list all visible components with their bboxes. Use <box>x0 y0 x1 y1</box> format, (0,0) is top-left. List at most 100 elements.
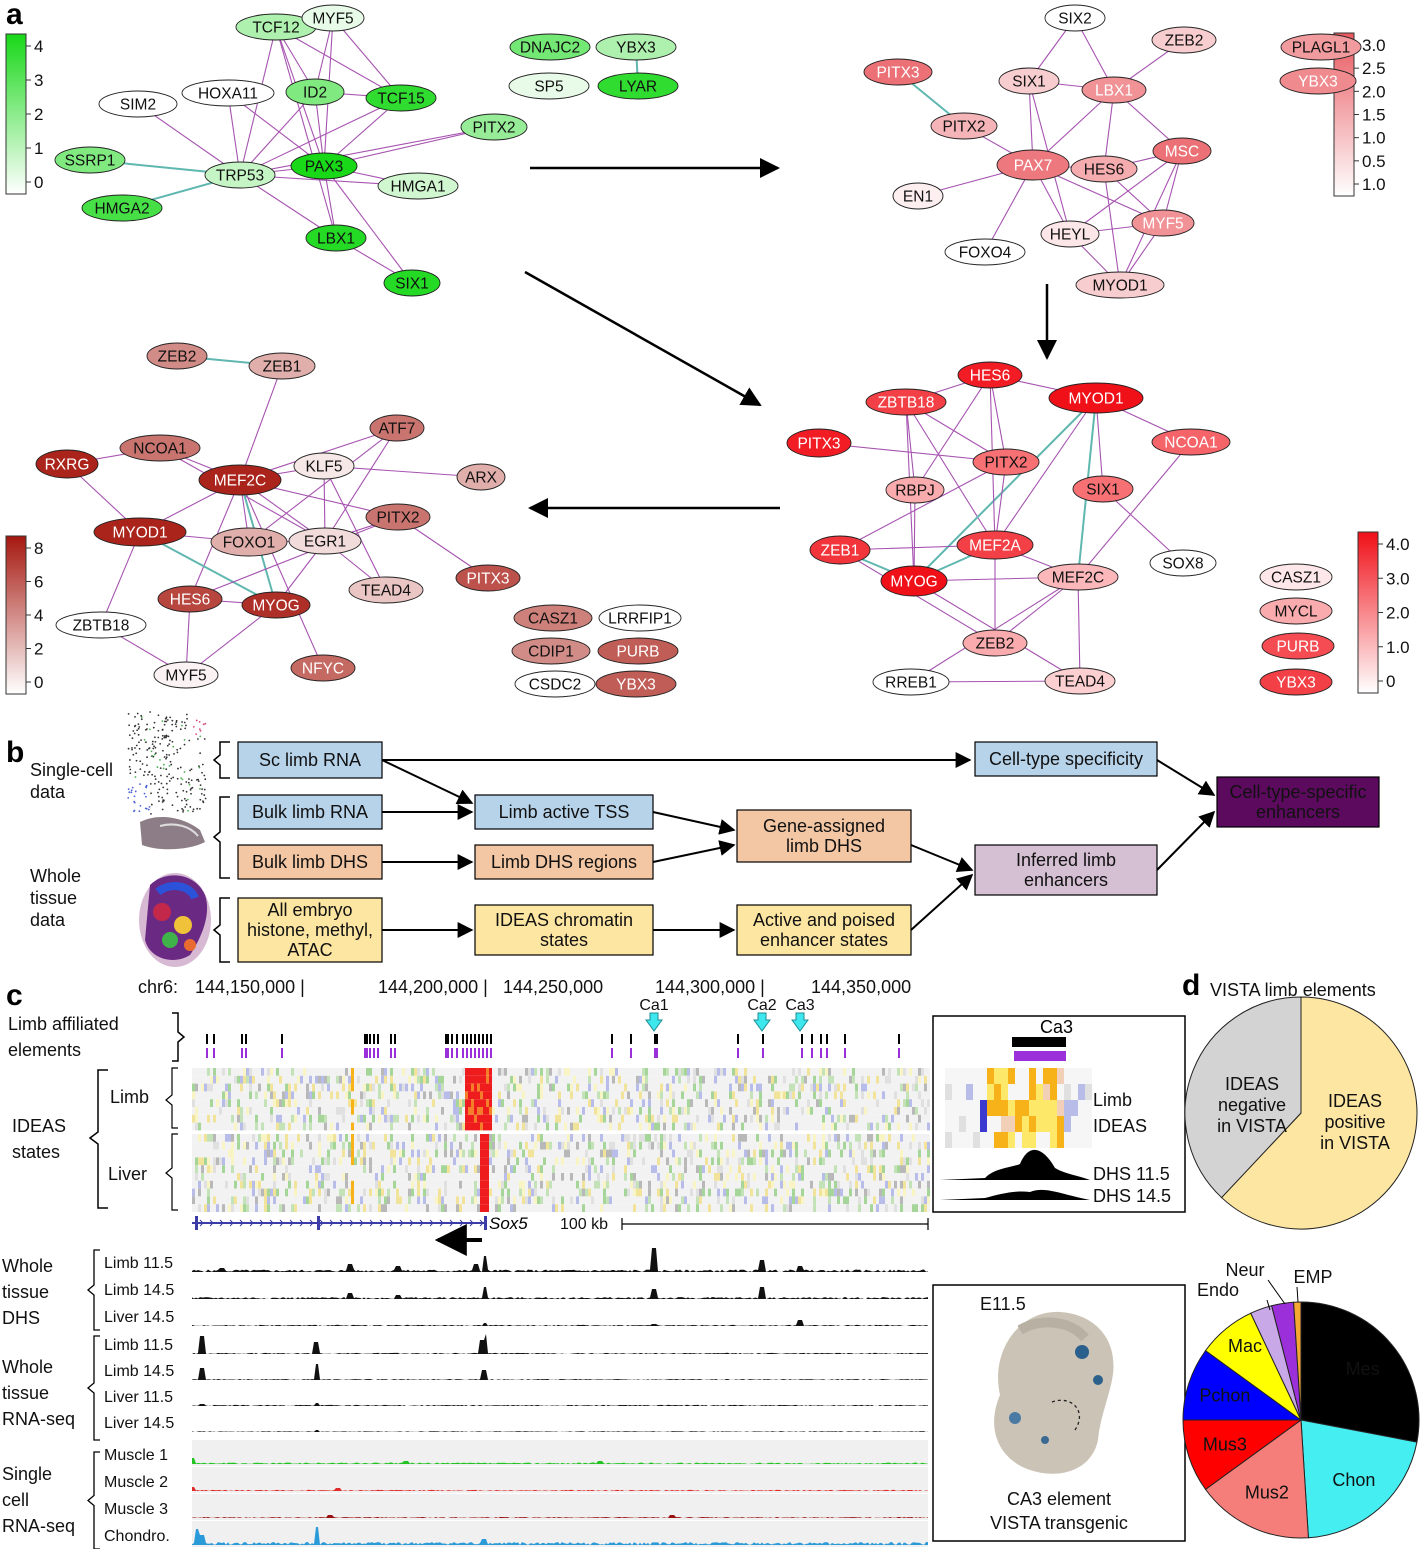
pie-title: VISTA limb elements <box>1210 980 1376 1000</box>
network-node[interactable]: MYOD1 <box>1075 271 1165 299</box>
network-node[interactable]: ZEB1 <box>809 535 871 565</box>
pie-slice-label: Mus3 <box>1203 1435 1247 1455</box>
network-node[interactable]: HEYL <box>1040 220 1100 248</box>
network-node[interactable]: YBX3 <box>595 670 677 698</box>
network-node[interactable]: FOXO1 <box>210 527 288 557</box>
network-node[interactable]: ZBTB18 <box>865 388 947 416</box>
network-node[interactable]: YBX3 <box>1279 67 1357 95</box>
network-node[interactable]: ZEB2 <box>1151 26 1217 54</box>
network-node[interactable]: SIX2 <box>1044 4 1106 32</box>
network-node[interactable]: LRRFIP1 <box>598 604 682 632</box>
network-node[interactable]: LBX1 <box>305 224 367 252</box>
network-node[interactable]: LBX1 <box>1081 76 1147 104</box>
node-label: NCOA1 <box>133 441 186 458</box>
network-node[interactable]: CDIP1 <box>511 637 591 665</box>
node-label: CSDC2 <box>529 677 582 694</box>
network-node[interactable]: MEF2A <box>956 530 1034 560</box>
network-node[interactable]: SSRP1 <box>54 146 126 174</box>
network-node[interactable]: NFYC <box>290 654 356 682</box>
network-node[interactable]: PITX2 <box>972 448 1040 476</box>
network-node[interactable]: RREB1 <box>872 668 950 696</box>
network-node[interactable]: DNAJC2 <box>509 33 591 61</box>
genomic-coordinate: 144,200,000 | <box>378 977 488 997</box>
network-node[interactable]: MYOG <box>880 565 948 597</box>
network-node[interactable]: HMGA2 <box>81 194 163 222</box>
network-node[interactable]: PAX7 <box>996 149 1070 181</box>
network-node[interactable]: FOXO4 <box>944 238 1026 266</box>
svg-text:IDEAS chromatin: IDEAS chromatin <box>495 910 633 930</box>
network-node[interactable]: HES6 <box>1070 155 1138 183</box>
network-node[interactable]: ZBTB18 <box>55 611 147 639</box>
network-node[interactable]: HES6 <box>157 585 223 613</box>
network-node[interactable]: MSC <box>1152 137 1212 165</box>
network-node[interactable]: MYCL <box>1259 597 1333 625</box>
network-node[interactable]: TEAD4 <box>348 576 424 604</box>
network-node[interactable]: EN1 <box>892 182 944 210</box>
network-node[interactable]: PITX2 <box>460 113 528 141</box>
network-node[interactable]: PURB <box>597 637 679 665</box>
workflow-box-dhsreg: Limb DHS regions <box>474 844 654 880</box>
network-node[interactable]: NCOA1 <box>119 434 201 462</box>
network-node[interactable]: EGR1 <box>288 527 362 555</box>
network-node[interactable]: ZEB1 <box>248 352 316 380</box>
inset-dhs-11: DHS 11.5 <box>1093 1164 1170 1184</box>
network-node[interactable]: MYOD1 <box>93 517 187 547</box>
network-node[interactable]: TCF12 <box>235 13 317 41</box>
network-node[interactable]: PLAGL1 <box>1280 33 1362 61</box>
workflow-arrow <box>1156 810 1216 871</box>
network-node[interactable]: MEF2C <box>198 464 282 496</box>
network-node[interactable]: ZEB2 <box>146 342 208 370</box>
network-node[interactable]: LYAR <box>597 72 679 100</box>
network-node[interactable]: SIX1 <box>383 269 441 297</box>
network-edge <box>324 427 398 542</box>
network-node[interactable]: MEF2C <box>1037 563 1119 591</box>
network-node[interactable]: TRP53 <box>204 161 276 189</box>
network-node[interactable]: PITX3 <box>455 564 521 592</box>
svg-text:enhancer states: enhancer states <box>760 930 888 950</box>
network-node[interactable]: TCF15 <box>365 84 437 112</box>
svg-text:Active and poised: Active and poised <box>753 910 895 930</box>
network-node[interactable]: SIX1 <box>1072 475 1134 503</box>
network-node[interactable]: MYF5 <box>301 4 365 32</box>
network-node[interactable]: MYOG <box>241 591 311 619</box>
network-node[interactable]: ID2 <box>285 78 345 106</box>
network-node[interactable]: RXRG <box>35 449 99 479</box>
network-node[interactable]: ARX <box>456 463 506 491</box>
network-node[interactable]: RBPJ <box>885 476 945 504</box>
network-node[interactable]: ZEB2 <box>962 629 1028 657</box>
network-node[interactable]: YBX3 <box>595 33 677 61</box>
network-node[interactable]: SIX1 <box>998 67 1060 95</box>
network-node[interactable]: MYOD1 <box>1048 382 1144 414</box>
network-node[interactable]: PAX3 <box>290 152 358 180</box>
network-node[interactable]: PITX3 <box>786 428 852 458</box>
network-node[interactable]: CASZ1 <box>513 604 593 632</box>
network-node[interactable]: ATF7 <box>369 414 425 442</box>
network-node[interactable]: HOXA11 <box>181 79 275 107</box>
svg-text:enhancers: enhancers <box>1256 802 1340 822</box>
network-node[interactable]: TEAD4 <box>1044 667 1116 695</box>
node-label: HES6 <box>970 368 1011 385</box>
network-node[interactable]: MYF5 <box>153 661 219 689</box>
network-node[interactable]: NCOA1 <box>1151 428 1231 456</box>
node-label: LBX1 <box>317 231 355 248</box>
network-node[interactable]: PITX2 <box>930 112 998 140</box>
network-node[interactable]: KLF5 <box>293 452 355 480</box>
node-label: SIX1 <box>395 276 429 293</box>
svg-text:Gene-assigned: Gene-assigned <box>763 816 885 836</box>
network-node[interactable]: SOX8 <box>1149 549 1217 577</box>
network-node[interactable]: HMGA1 <box>377 172 459 200</box>
network-node[interactable]: HES6 <box>957 361 1023 389</box>
network-node[interactable]: PURB <box>1261 632 1335 660</box>
genomic-coordinate: 144,250,000 <box>503 977 603 997</box>
network-node[interactable]: CASZ1 <box>1259 563 1333 591</box>
svg-text:Cell-type-specific: Cell-type-specific <box>1229 782 1366 802</box>
scale-tick-label: 4.0 <box>1386 535 1410 554</box>
network-node[interactable]: SIM2 <box>98 90 178 118</box>
network-node[interactable]: PITX3 <box>863 58 933 86</box>
network-node[interactable]: YBX3 <box>1259 668 1333 696</box>
network-node[interactable]: PITX2 <box>365 503 431 531</box>
network-node[interactable]: MYF5 <box>1131 209 1195 237</box>
network-node[interactable]: SP5 <box>508 72 590 100</box>
network-node[interactable]: CSDC2 <box>514 670 596 698</box>
